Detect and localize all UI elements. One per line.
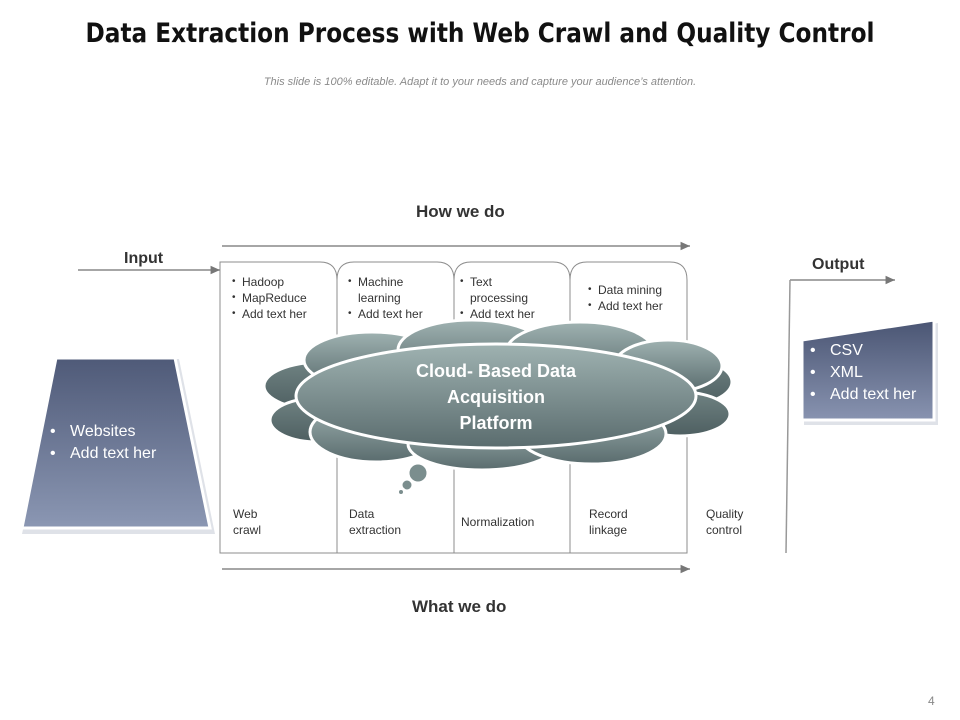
step-quality-control: Quality control xyxy=(706,507,744,537)
what-we-do-label: What we do xyxy=(412,597,507,616)
input-item: Add text her xyxy=(46,443,196,465)
column-3-bullet: Add text her xyxy=(460,306,550,322)
column-4-bullets: Data mining Add text her xyxy=(588,282,683,314)
column-3-bullet: Text processing xyxy=(460,274,550,306)
cloud-shape xyxy=(262,318,734,497)
column-2-bullets: Machine learning Add text her xyxy=(348,274,438,322)
column-1-bullets: Hadoop MapReduce Add text her xyxy=(232,274,332,322)
output-item: Add text her xyxy=(806,384,936,406)
output-label: Output xyxy=(812,256,865,273)
step-data-extraction: Data extraction xyxy=(349,507,402,537)
column-3-bullets: Text processing Add text her xyxy=(460,274,550,322)
column-2-bullet: Add text her xyxy=(348,306,438,322)
page-number: 4 xyxy=(928,694,935,708)
cloud-label: Cloud- Based Data Acquisition Platform xyxy=(415,361,577,433)
output-item: CSV xyxy=(806,340,936,362)
step-record-linkage: Record linkage xyxy=(589,507,628,537)
input-item: Websites xyxy=(46,421,196,443)
input-label: Input xyxy=(124,250,164,267)
slide-subtitle: This slide is 100% editable. Adapt it to… xyxy=(263,76,697,88)
column-4-bullet: Add text her xyxy=(588,298,683,314)
how-we-do-label: How we do xyxy=(416,202,505,221)
input-items: Websites Add text her xyxy=(46,421,196,465)
column-1-bullet: Hadoop xyxy=(232,274,332,290)
step-web-crawl: Web crawl xyxy=(233,507,262,537)
column-2-bullet: Machine learning xyxy=(348,274,438,306)
column-1-bullet: MapReduce xyxy=(232,290,332,306)
output-divider xyxy=(785,279,791,554)
output-items: CSV XML Add text her xyxy=(806,340,936,406)
step-normalization: Normalization xyxy=(461,515,535,529)
column-4-bullet: Data mining xyxy=(588,282,683,298)
output-item: XML xyxy=(806,362,936,384)
column-1-bullet: Add text her xyxy=(232,306,332,322)
slide-title: Data Extraction Process with Web Crawl a… xyxy=(85,18,875,49)
